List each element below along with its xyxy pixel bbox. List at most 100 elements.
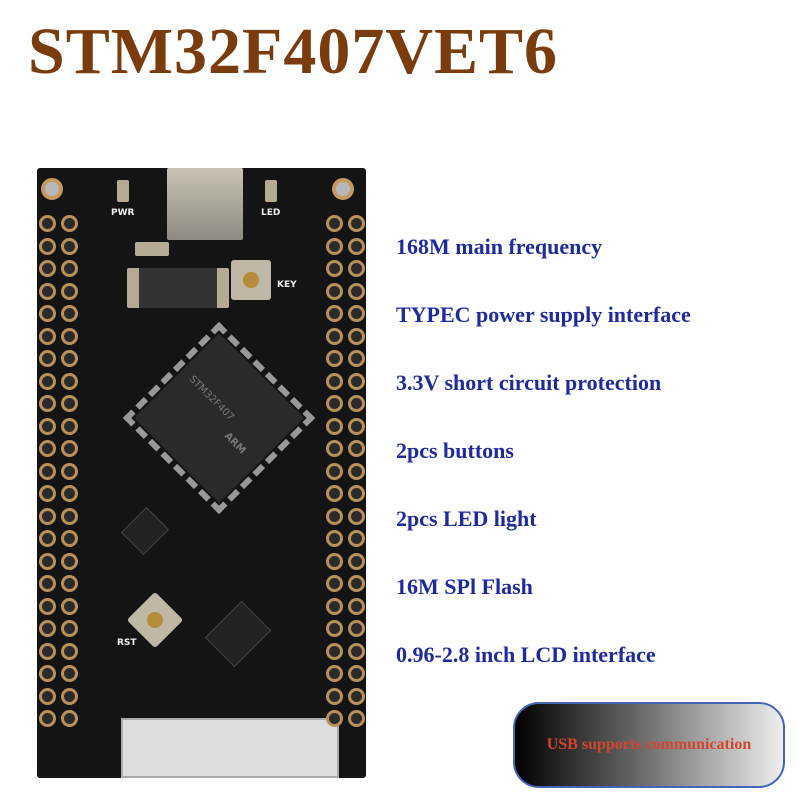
header-pin: [39, 282, 56, 300]
header-pin: [348, 530, 365, 547]
header-pin: [39, 372, 56, 390]
header-pin: [348, 552, 365, 570]
header-pin: [326, 462, 343, 480]
header-pin: [61, 440, 78, 457]
header-pin: [348, 507, 365, 525]
header-pin: [39, 417, 56, 435]
led-label: LED: [261, 208, 281, 218]
header-pin: [61, 282, 78, 300]
header-pin: [61, 327, 78, 345]
header-pin: [61, 642, 78, 660]
header-pin: [326, 215, 343, 232]
header-pin: [348, 687, 365, 705]
header-pin: [348, 350, 365, 367]
usb-c-connector: [167, 168, 243, 240]
feature-item: 0.96-2.8 inch LCD interface: [396, 642, 656, 667]
header-pin: [348, 620, 365, 637]
header-pin: [61, 575, 78, 592]
header-pin: [39, 440, 56, 457]
flash-chip: [204, 600, 272, 668]
header-pin: [39, 687, 56, 705]
header-pin: [326, 710, 343, 727]
header-pin: [326, 305, 343, 322]
header-pin: [61, 372, 78, 390]
header-pin: [61, 665, 78, 682]
header-pin: [348, 372, 365, 390]
feature-item: 168M main frequency: [396, 234, 603, 259]
header-pin: [326, 507, 343, 525]
usb-badge-text: USB supports communication: [546, 736, 752, 753]
header-pin: [39, 507, 56, 525]
mcu-chip: [122, 321, 316, 515]
header-pin: [326, 642, 343, 660]
header-pin: [326, 260, 343, 277]
feature-item: 3.3V short circuit protection: [396, 370, 662, 395]
header-pin: [326, 417, 343, 435]
header-pin: [39, 350, 56, 367]
header-pin: [39, 305, 56, 322]
pcb-board-image: PWR LED KEY STM32F407 ARM RST: [37, 168, 366, 778]
header-pin: [348, 237, 365, 255]
header-pin: [348, 575, 365, 592]
header-pin: [326, 327, 343, 345]
pwr-label: PWR: [111, 208, 135, 218]
user-led: [265, 180, 277, 202]
feature-item: TYPEC power supply interface: [396, 302, 691, 327]
header-pin: [61, 237, 78, 255]
header-pin: [348, 597, 365, 615]
header-pin: [348, 215, 365, 232]
rst-label: RST: [117, 638, 137, 648]
header-pin: [61, 710, 78, 727]
header-pin: [61, 485, 78, 502]
header-pin: [326, 372, 343, 390]
header-pin: [61, 507, 78, 525]
header-pin: [348, 710, 365, 727]
header-pin: [61, 597, 78, 615]
feature-item: 16M SPl Flash: [396, 574, 533, 599]
lcd-fpc-connector: [121, 718, 339, 778]
capacitor: [135, 242, 169, 256]
header-pin: [39, 260, 56, 277]
header-pin: [39, 575, 56, 592]
header-pin: [39, 462, 56, 480]
header-pin: [39, 597, 56, 615]
header-pin: [39, 327, 56, 345]
header-pin: [61, 417, 78, 435]
header-pin: [39, 552, 56, 570]
header-pin: [348, 665, 365, 682]
header-pin: [326, 237, 343, 255]
header-pin: [61, 305, 78, 322]
header-pin: [326, 552, 343, 570]
mount-hole: [41, 178, 63, 200]
feature-item: 2pcs LED light: [396, 506, 537, 531]
regulator: [127, 268, 229, 308]
header-pin: [61, 530, 78, 547]
header-pin: [348, 305, 365, 322]
header-pin: [39, 530, 56, 547]
header-pin: [326, 350, 343, 367]
header-pin: [326, 597, 343, 615]
header-pin: [61, 350, 78, 367]
header-pin: [39, 710, 56, 727]
header-pin: [348, 642, 365, 660]
header-pin: [39, 485, 56, 502]
pwr-led: [117, 180, 129, 202]
header-pin: [61, 215, 78, 232]
header-pin: [61, 395, 78, 412]
header-pin: [348, 485, 365, 502]
header-pin: [326, 575, 343, 592]
header-pin: [39, 665, 56, 682]
header-pin: [348, 440, 365, 457]
key-label: KEY: [277, 280, 297, 290]
header-pin: [348, 327, 365, 345]
mount-hole: [332, 178, 354, 200]
header-pin: [39, 237, 56, 255]
header-pin: [39, 215, 56, 232]
header-pin: [61, 620, 78, 637]
header-pin: [326, 687, 343, 705]
header-pin: [326, 440, 343, 457]
header-pin: [39, 395, 56, 412]
product-title: STM32F407VET6: [28, 15, 559, 88]
header-pin: [61, 552, 78, 570]
feature-item: 2pcs buttons: [396, 438, 514, 463]
